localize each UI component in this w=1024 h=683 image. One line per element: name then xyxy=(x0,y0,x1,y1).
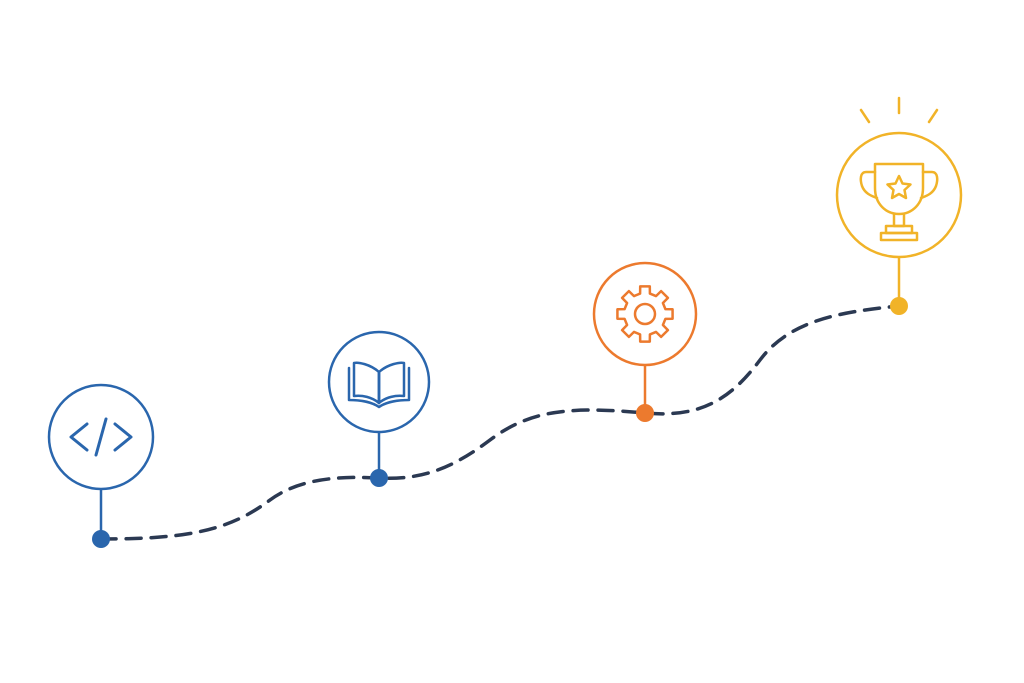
book-icon xyxy=(347,361,411,409)
milestone-dot xyxy=(92,530,110,548)
code-icon xyxy=(69,417,133,457)
milestone-trophy xyxy=(835,96,963,315)
shine-rays-icon xyxy=(859,96,939,124)
milestone-dot xyxy=(890,297,908,315)
milestone-ring xyxy=(592,261,698,367)
milestone-book xyxy=(327,330,431,487)
trophy-icon xyxy=(859,162,939,242)
milestone-code xyxy=(47,383,155,548)
milestone-gear xyxy=(592,261,698,422)
milestone-dot xyxy=(636,404,654,422)
roadmap-path xyxy=(99,304,901,541)
milestone-dot xyxy=(370,469,388,487)
gear-icon xyxy=(616,285,674,343)
